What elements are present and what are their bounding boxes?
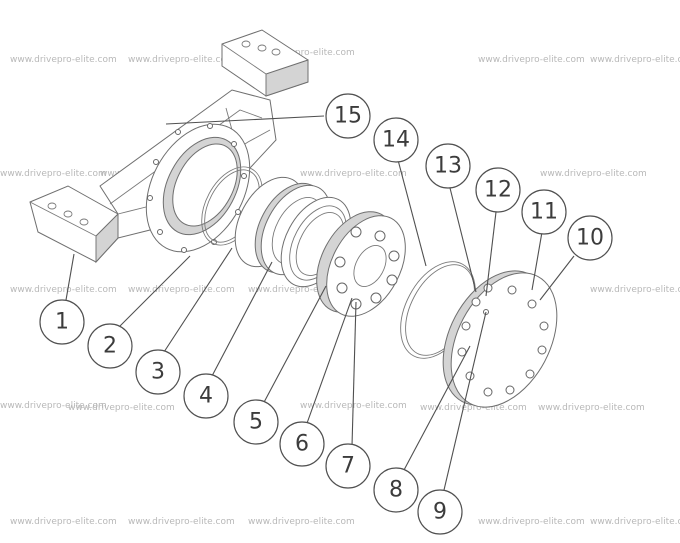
callout-2: 2	[87, 323, 133, 369]
callout-label: 8	[389, 478, 403, 503]
watermark: www.drivepro-elite.com	[0, 169, 107, 179]
watermark: www.drivepro-elite.com	[10, 55, 117, 65]
callout-label: 1	[55, 310, 69, 335]
watermark: www.drivepro-elite.com	[0, 401, 107, 411]
callout-label: 7	[341, 454, 355, 479]
watermark: www.drivepro-elite.com	[420, 403, 527, 413]
watermark: www.drivepro-elite.com	[478, 55, 585, 65]
watermark: www.drivepro-elite.com	[590, 285, 680, 295]
watermark: www.drivepro-elite.com	[590, 517, 680, 527]
bearing-cap	[316, 211, 406, 317]
watermark: www.drivepro-elite.com	[478, 517, 585, 527]
callout-9: 9	[417, 489, 463, 535]
cap-bolts	[334, 226, 400, 310]
watermark: www.drivepro-elite.com	[128, 517, 235, 527]
cover-bolts	[457, 283, 549, 397]
callout-label: 6	[295, 432, 309, 457]
callout-label: 10	[576, 226, 604, 251]
callout-15: 15	[325, 93, 371, 139]
callout-label: 11	[530, 200, 558, 225]
watermark: www.drivepro-elite.com	[68, 403, 175, 413]
callout-label: 5	[249, 410, 263, 435]
callout-label: 2	[103, 334, 117, 359]
callout-5: 5	[233, 399, 279, 445]
end-cover	[442, 270, 558, 408]
callout-11: 11	[521, 189, 567, 235]
flange-bolt-holes	[147, 123, 247, 253]
callout-label: 4	[199, 384, 213, 409]
callout-12: 12	[475, 167, 521, 213]
callout-label: 14	[382, 128, 410, 153]
watermark: www.drivepro-elite.com	[300, 169, 407, 179]
callout-1: 1	[39, 299, 85, 345]
watermark: www.drivepro-elite.com	[248, 48, 355, 58]
watermark: www.drivepro-elite.com	[248, 517, 355, 527]
callout-label: 3	[151, 360, 165, 385]
watermark: www.drivepro-elite.com	[10, 517, 117, 527]
callout-8: 8	[373, 467, 419, 513]
callout-7: 7	[325, 443, 371, 489]
leader-lines	[65, 115, 575, 491]
callout-14: 14	[373, 117, 419, 163]
watermark: www.drivepro-elite.com	[590, 55, 680, 65]
watermark: www.drivepro-elite.com	[540, 169, 647, 179]
watermark: www.drivepro-elite.com	[538, 403, 645, 413]
callout-label: 9	[433, 500, 447, 525]
callout-label: 12	[484, 178, 512, 203]
watermark: www.drivepro-elite.com	[248, 285, 355, 295]
callout-6: 6	[279, 421, 325, 467]
callout-label: 15	[334, 104, 362, 129]
callout-4: 4	[183, 373, 229, 419]
callout-10: 10	[567, 215, 613, 261]
callout-3: 3	[135, 349, 181, 395]
watermark: www.drivepro-elite.com	[128, 285, 235, 295]
watermark: www.drivepro-elite.com	[10, 285, 117, 295]
axle-housing-bracket	[29, 29, 309, 264]
watermark: www.drivepro-elite.com	[128, 55, 235, 65]
callout-label: 13	[434, 154, 462, 179]
callout-13: 13	[425, 143, 471, 189]
